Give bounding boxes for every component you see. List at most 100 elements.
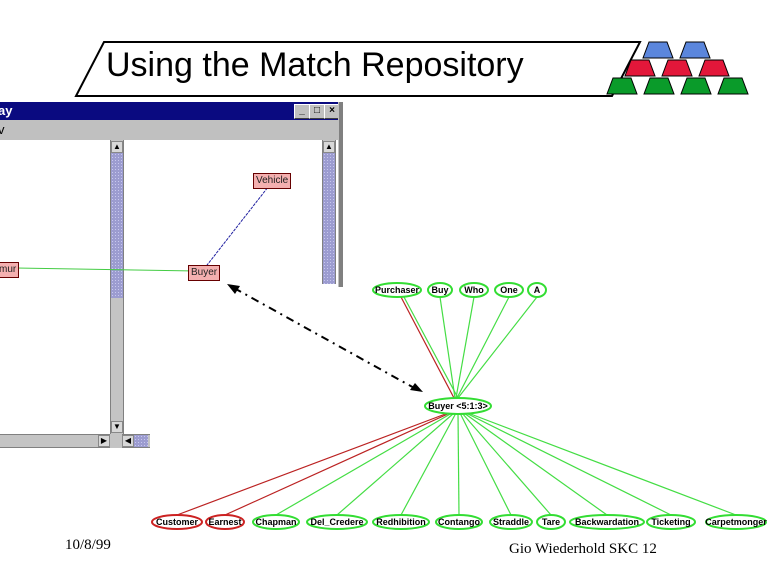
edge-bottom-7	[461, 412, 552, 516]
dashed-arrow-line	[233, 287, 417, 390]
node-vehicle[interactable]: Vehicle	[253, 173, 292, 189]
logo-block	[717, 77, 749, 95]
window-titlebar[interactable]: ay _ □ ×	[0, 102, 340, 120]
logo-block	[679, 41, 711, 59]
bottom-node-4-label: Redhibition	[376, 517, 426, 527]
top-node-0-label: Purchaser	[375, 285, 420, 295]
edge-top-3	[456, 296, 510, 399]
node-buyer[interactable]: Buyer	[188, 265, 221, 281]
bottom-node-2[interactable]: Chapman	[252, 514, 300, 530]
bottom-node-4[interactable]: Redhibition	[372, 514, 430, 530]
bottom-node-6-ellipse	[489, 514, 533, 530]
scroll-down-button[interactable]: ▼	[111, 421, 123, 433]
bottom-node-0[interactable]: Customer	[151, 514, 203, 530]
bottom-node-10[interactable]: Carpetmonger	[705, 514, 767, 530]
arrow-head-left	[227, 284, 240, 294]
bottom-node-3[interactable]: Del_Credere	[306, 514, 368, 530]
link-mur-buyer	[15, 267, 197, 272]
bottom-node-0-ellipse	[151, 514, 203, 530]
footer-author: Gio Wiederhold SKC 12	[509, 541, 657, 557]
logo-block	[680, 77, 712, 95]
maximize-button[interactable]: □	[309, 104, 325, 119]
logo-block	[624, 59, 656, 77]
match-viewer-window[interactable]: ay _ □ × v ▲ ▼ ▶ ◀ ▲ mur Vehicle Buyer	[0, 102, 344, 452]
bottom-node-2-ellipse	[252, 514, 300, 530]
bottom-node-1-ellipse	[205, 514, 245, 530]
node-mur[interactable]: mur	[0, 262, 20, 278]
right-pane-canvas[interactable]	[124, 140, 322, 282]
window-title: ay	[0, 103, 13, 118]
center-node-buyer[interactable]: Buyer <5:1:3>	[424, 397, 492, 415]
bottom-node-9-label: Ticketing	[651, 517, 690, 527]
bottom-node-2-label: Chapman	[255, 517, 296, 527]
bottom-node-10-ellipse	[705, 514, 767, 530]
scroll-up-button[interactable]: ▲	[111, 141, 123, 153]
edge-bottom-6	[459, 412, 512, 516]
edge-bottom-3	[336, 412, 455, 516]
top-node-0[interactable]: Purchaser	[372, 282, 422, 298]
edge-top-1	[439, 296, 456, 399]
bottom-node-5[interactable]: Contango	[435, 514, 483, 530]
scroll-right-button[interactable]: ▶	[98, 435, 110, 447]
center-node-buyer-label: Buyer <5:1:3>	[428, 401, 488, 411]
edge-top-2	[455, 296, 475, 399]
footer-date: 10/8/99	[65, 537, 111, 553]
bottom-node-1-label: Earnest	[208, 517, 241, 527]
top-node-4-ellipse	[527, 282, 547, 298]
top-node-4-label: A	[534, 285, 541, 295]
menu-item-view[interactable]: v	[0, 122, 5, 137]
scroll-corner	[110, 434, 122, 448]
edge-bottom-5	[457, 412, 460, 516]
bottom-node-3-ellipse	[306, 514, 368, 530]
window-frame-right	[338, 102, 343, 287]
edge-top-0-b	[403, 296, 459, 399]
top-node-3[interactable]: One	[494, 282, 524, 298]
top-node-2-label: Who	[464, 285, 484, 295]
top-node-1[interactable]: Buy	[427, 282, 453, 298]
pyramid-logo	[606, 41, 749, 95]
logo-block	[643, 77, 675, 95]
edge-bottom-2	[275, 412, 453, 516]
top-node-3-ellipse	[494, 282, 524, 298]
bottom-node-1[interactable]: Earnest	[205, 514, 245, 530]
edge-bottom-9	[465, 412, 672, 516]
bottom-node-9[interactable]: Ticketing	[646, 514, 696, 530]
bottom-node-10-label: Carpetmonger	[705, 517, 767, 527]
edge-top-4	[457, 296, 538, 399]
bottom-node-7-label: Tare	[542, 517, 560, 527]
scroll-up-button-right[interactable]: ▲	[323, 141, 335, 153]
bottom-node-7[interactable]: Tare	[536, 514, 566, 530]
left-pane-vscrollbar[interactable]: ▲ ▼	[110, 140, 124, 434]
bottom-node-0-label: Customer	[156, 517, 199, 527]
hscroll-thumb[interactable]	[134, 435, 148, 447]
bottom-node-4-ellipse	[372, 514, 430, 530]
bottom-node-5-label: Contango	[438, 517, 480, 527]
edge-bottom-8	[463, 412, 608, 516]
right-pane-hscrollbar[interactable]: ◀	[122, 434, 150, 448]
bottom-node-7-ellipse	[536, 514, 566, 530]
top-node-3-label: One	[500, 285, 518, 295]
slide-title: Using the Match Repository	[106, 46, 524, 84]
left-pane-hscrollbar[interactable]: ▶	[0, 434, 110, 448]
minimize-button[interactable]: _	[294, 104, 310, 119]
scroll-left-button[interactable]: ◀	[122, 435, 134, 447]
bottom-node-8-ellipse	[569, 514, 645, 530]
top-node-1-ellipse	[427, 282, 453, 298]
bottom-node-3-label: Del_Credere	[310, 517, 363, 527]
scroll-thumb-right[interactable]	[323, 153, 335, 284]
bottom-node-8[interactable]: Backwardation	[569, 514, 645, 530]
edge-bottom-1	[224, 412, 451, 516]
title-frame	[74, 41, 642, 97]
edge-bottom-10	[467, 412, 737, 516]
center-node-buyer-ellipse	[424, 397, 492, 415]
top-node-4[interactable]: A	[527, 282, 547, 298]
bottom-node-6[interactable]: Straddle	[489, 514, 533, 530]
top-node-1-label: Buy	[431, 285, 448, 295]
window-links	[15, 181, 273, 272]
logo-block	[661, 59, 693, 77]
right-pane-vscrollbar[interactable]: ▲	[322, 140, 336, 284]
scroll-thumb[interactable]	[111, 153, 123, 298]
left-pane-canvas[interactable]	[0, 140, 110, 434]
top-node-2[interactable]: Who	[459, 282, 489, 298]
